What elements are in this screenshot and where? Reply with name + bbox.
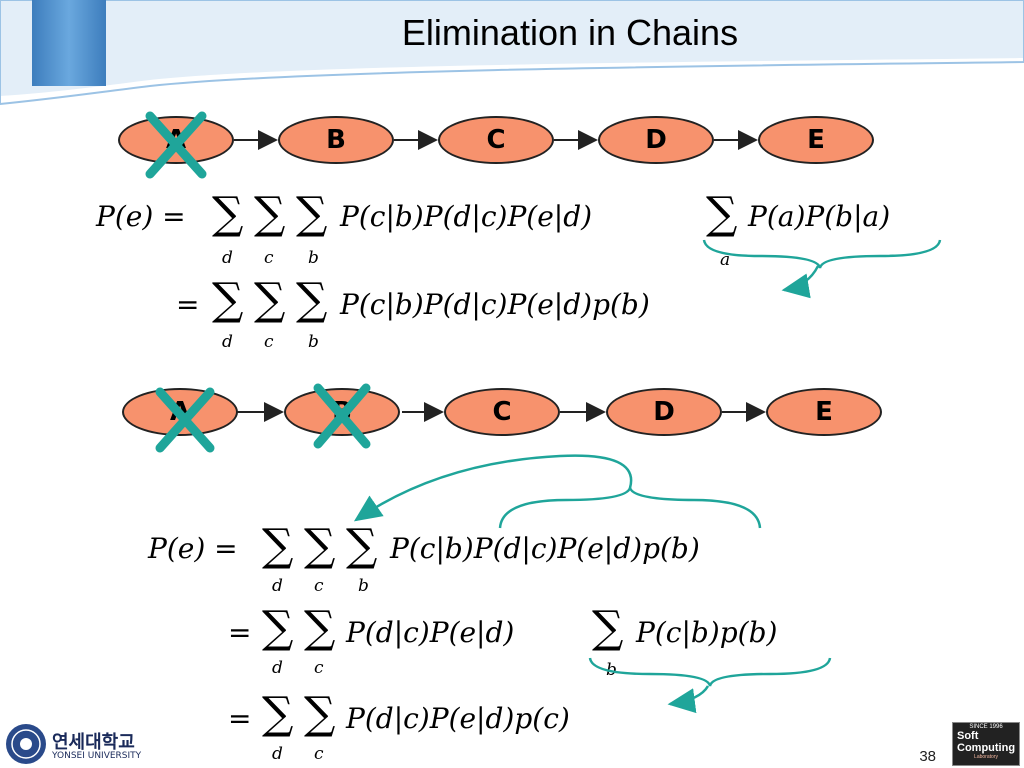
chain-1-node-e: E xyxy=(758,116,874,164)
eq3-sum-b-icon: ∑ xyxy=(346,520,378,571)
eq4-sub-d: d xyxy=(272,658,283,678)
eq5-rhs: P(d|c)P(e|d)p(c) xyxy=(346,702,570,735)
slide-title: Elimination in Chains xyxy=(401,12,739,53)
eq2-sum-d-icon: ∑ xyxy=(212,274,244,325)
eq4-prefix: = xyxy=(228,616,252,649)
chain-1-node-c: C xyxy=(438,116,554,164)
eq4-rhs-a: P(d|c)P(e|d) xyxy=(346,616,515,649)
lab-logo-bottom: Laboratory xyxy=(974,754,998,760)
lab-logo-line2: Computing xyxy=(957,742,1016,754)
eq3-sub-d: d xyxy=(272,576,283,596)
university-name-korean: 연세대학교 xyxy=(52,732,135,753)
eq5-sub-c: c xyxy=(314,744,324,764)
eq1-sum-d-icon: ∑ xyxy=(212,188,244,239)
eq3-lhs: P(e) = xyxy=(148,532,238,565)
eq1-rhs-a: P(c|b)P(d|c)P(e|d) xyxy=(340,200,593,233)
chain-2-node-e: E xyxy=(766,388,882,436)
lab-logo-top: SINCE 1996 xyxy=(969,724,1003,730)
eq3-sub-c: c xyxy=(314,576,324,596)
eq4-sum-c-icon: ∑ xyxy=(304,602,336,653)
eq4-sub-b: b xyxy=(606,660,617,680)
eq2-prefix: = xyxy=(176,288,200,321)
eq3-sub-b: b xyxy=(358,576,369,596)
eq2-rhs: P(c|b)P(d|c)P(e|d)p(b) xyxy=(340,288,650,321)
chain-2-node-c: C xyxy=(444,388,560,436)
eq4-sum-d-icon: ∑ xyxy=(262,602,294,653)
eq2-sub-d: d xyxy=(222,332,233,352)
page-number: 38 xyxy=(919,748,936,765)
yonsei-seal-icon xyxy=(6,724,46,764)
chain-1-node-d: D xyxy=(598,116,714,164)
chain-2-node-b: B xyxy=(284,388,400,436)
slide-banner xyxy=(0,0,1024,106)
chain-2-node-d: D xyxy=(606,388,722,436)
eq5-sum-d-icon: ∑ xyxy=(262,688,294,739)
eq1-sub-a: a xyxy=(720,250,731,270)
eq5-sub-d: d xyxy=(272,744,283,764)
eq3-rhs: P(c|b)P(d|c)P(e|d)p(b) xyxy=(390,532,700,565)
eq2-sub-c: c xyxy=(264,332,274,352)
chain-2-node-a: A xyxy=(122,388,238,436)
eq1-sum-c-icon: ∑ xyxy=(254,188,286,239)
eq1-sum-b-icon: ∑ xyxy=(296,188,328,239)
eq1-sub-b: b xyxy=(308,248,319,268)
eq1-lhs: P(e) = xyxy=(96,200,186,233)
eq1-sub-d: d xyxy=(222,248,233,268)
lab-logo-line1: Soft xyxy=(957,730,979,742)
chain-1-node-a: A xyxy=(118,116,234,164)
eq4-rhs-b: P(c|b)p(b) xyxy=(636,616,778,649)
eq4-sub-c: c xyxy=(314,658,324,678)
eq1-rhs-b: P(a)P(b|a) xyxy=(748,200,891,233)
eq5-prefix: = xyxy=(228,702,252,735)
eq2-sub-b: b xyxy=(308,332,319,352)
eq2-sum-c-icon: ∑ xyxy=(254,274,286,325)
soft-computing-lab-logo: SINCE 1996 Soft Computing Laboratory xyxy=(952,722,1020,766)
eq4-sum-b-icon: ∑ xyxy=(592,602,624,653)
university-name-english: YONSEI UNIVERSITY xyxy=(52,751,142,761)
chain-1-node-b: B xyxy=(278,116,394,164)
eq1-sub-c: c xyxy=(264,248,274,268)
eq5-sum-c-icon: ∑ xyxy=(304,688,336,739)
eq3-sum-d-icon: ∑ xyxy=(262,520,294,571)
eq3-sum-c-icon: ∑ xyxy=(304,520,336,571)
eq1-sum-a-icon: ∑ xyxy=(706,188,738,239)
eq2-sum-b-icon: ∑ xyxy=(296,274,328,325)
